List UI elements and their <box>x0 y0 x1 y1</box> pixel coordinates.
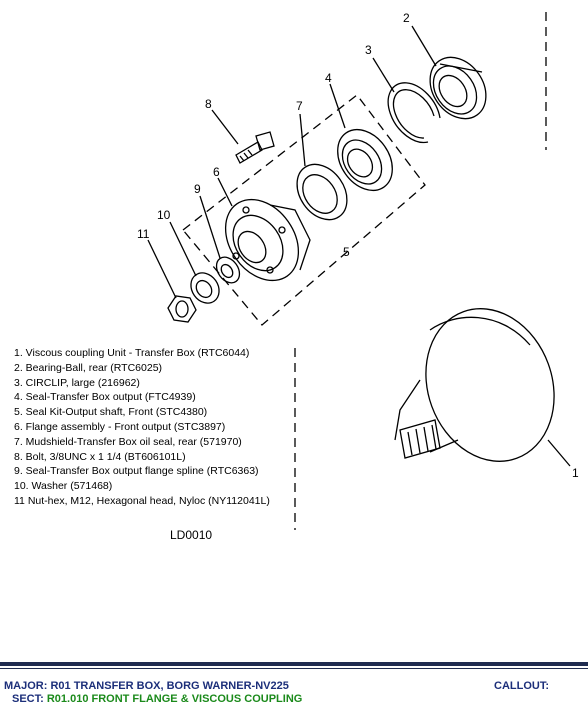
parts-list-item: 3. CIRCLIP, large (216962) <box>14 376 140 389</box>
flange-assembly-front-output <box>224 198 311 282</box>
viscous-coupling-unit <box>394 308 555 462</box>
parts-list-item: 2. Bearing-Ball, rear (RTC6025) <box>14 361 163 374</box>
parts-list-item: 8. Bolt, 3/8UNC x 1 1/4 (BT606101L) <box>14 450 186 463</box>
parts-list-item: 4. Seal-Transfer Box output (FTC4939) <box>14 391 196 404</box>
exploded-parts-diagram: 2 3 4 7 8 6 9 10 11 5 1 <box>137 11 579 530</box>
callout-1: 1 <box>572 466 579 480</box>
bearing-ball-rear <box>429 56 487 120</box>
major-row: MAJOR: R01 TRANSFER BOX, BORG WARNER-NV2… <box>4 680 289 692</box>
dashed-frame-seal-kit <box>182 94 426 326</box>
parts-list-item: 6. Flange assembly - Front output (STC38… <box>14 420 226 433</box>
figure-code: LD0010 <box>170 528 213 542</box>
seal-output-flange-spline <box>215 256 241 284</box>
parts-list-item: 11 Nut-hex, M12, Hexagonal head, Nyloc (… <box>14 494 270 507</box>
catalog-footer: MAJOR: R01 TRANSFER BOX, BORG WARNER-NV2… <box>0 662 588 707</box>
callout-7: 7 <box>296 99 303 113</box>
parts-list-item: 1. Viscous coupling Unit - Transfer Box … <box>14 347 250 359</box>
sect-value: R01.010 FRONT FLANGE & VISCOUS COUPLING <box>46 693 303 705</box>
bolt-3-8-unc <box>235 131 275 164</box>
callout-4: 4 <box>325 71 332 85</box>
callout-9: 9 <box>194 182 201 196</box>
major-value: R01 TRANSFER BOX, BORG WARNER-NV225 <box>50 680 289 692</box>
mudshield-oil-seal <box>296 163 348 221</box>
footer-divider <box>0 662 588 666</box>
callout-11: 11 <box>137 227 150 241</box>
callout-8: 8 <box>205 97 212 111</box>
sect-label: SECT: <box>12 693 44 705</box>
seal-transfer-box-output <box>337 129 393 191</box>
parts-list-item: 5. Seal Kit-Output shaft, Front (STC4380… <box>14 406 208 419</box>
callout-3: 3 <box>365 43 372 57</box>
sect-row: SECT: R01.010 FRONT FLANGE & VISCOUS COU… <box>4 693 302 705</box>
callout-6: 6 <box>213 165 220 179</box>
callout-label: CALLOUT: <box>494 680 549 692</box>
nut-hex-nyloc <box>167 295 197 323</box>
circlip-large <box>387 82 441 144</box>
parts-list-item: 10. Washer (571468) <box>14 480 113 493</box>
parts-list-item: 9. Seal-Transfer Box output flange splin… <box>14 465 259 478</box>
parts-list: 1. Viscous coupling Unit - Transfer Box … <box>14 346 270 509</box>
callout-5: 5 <box>343 245 350 259</box>
parts-list-item: 7. Mudshield-Transfer Box oil seal, rear… <box>14 435 242 448</box>
callout-2: 2 <box>403 11 410 25</box>
major-label: MAJOR: <box>4 680 48 692</box>
footer-divider <box>0 668 588 669</box>
callout-10: 10 <box>157 208 171 222</box>
